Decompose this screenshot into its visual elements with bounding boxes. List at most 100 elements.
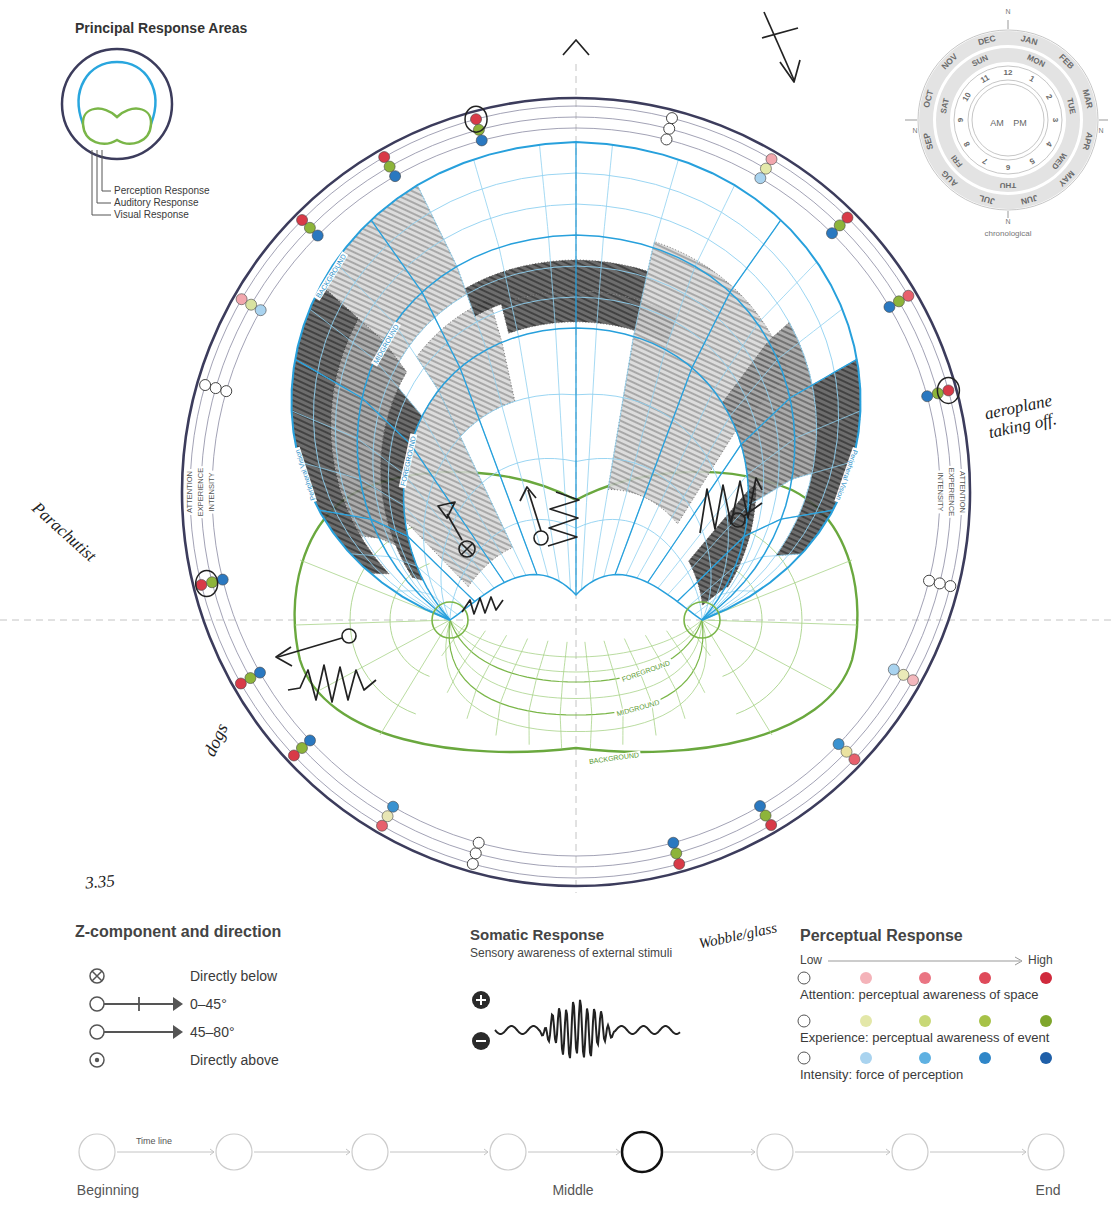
visual-field bbox=[295, 359, 504, 582]
auditory-field bbox=[380, 620, 450, 735]
perception-dot bbox=[236, 294, 247, 305]
timeline bbox=[346, 1149, 350, 1155]
legend-sample bbox=[90, 969, 104, 983]
legend-sample bbox=[798, 972, 1052, 984]
timeline bbox=[216, 1134, 252, 1170]
legend-sample bbox=[138, 997, 140, 1011]
response-area-key bbox=[62, 49, 172, 159]
meridiem-label: AM bbox=[990, 118, 1004, 128]
legend-sample bbox=[1040, 1052, 1052, 1064]
visual-field bbox=[615, 220, 781, 575]
timeline bbox=[930, 1152, 1026, 1153]
ear-focus bbox=[432, 602, 468, 638]
perception-ring bbox=[182, 98, 970, 886]
pencil-shading bbox=[776, 359, 861, 555]
timeline-label: Middle bbox=[552, 1182, 593, 1198]
auditory-field bbox=[604, 641, 623, 745]
perception-dot bbox=[760, 163, 771, 174]
north-label: N bbox=[1005, 8, 1010, 16]
legend-label: Attention: perceptual awareness of space bbox=[800, 988, 1038, 1003]
timeline bbox=[528, 1152, 620, 1153]
hour-label: 1 bbox=[1027, 74, 1035, 84]
auditory-field bbox=[585, 642, 592, 748]
handwritten-note: aeroplane taking off. bbox=[983, 388, 1077, 443]
auditory-field bbox=[446, 620, 706, 732]
visual-field bbox=[450, 575, 702, 620]
auditory-field bbox=[450, 620, 702, 682]
legend-sample bbox=[798, 1052, 810, 1064]
visual-field bbox=[604, 185, 735, 576]
legend-sample bbox=[90, 997, 104, 1011]
weekday-label: THU bbox=[1000, 180, 1016, 189]
perception-dot bbox=[471, 114, 482, 125]
month-label: MAY bbox=[1056, 168, 1076, 188]
legend-sample bbox=[104, 1003, 177, 1005]
auditory-field bbox=[450, 620, 702, 699]
chronological-dial bbox=[972, 84, 1044, 156]
perception-ring bbox=[201, 117, 951, 867]
legend-sample bbox=[1040, 1015, 1052, 1027]
pencil-mark bbox=[278, 638, 342, 657]
perception-dot bbox=[221, 386, 232, 397]
somatic-wave bbox=[495, 1000, 680, 1058]
perception-dot bbox=[755, 801, 766, 812]
visual-field bbox=[292, 142, 861, 620]
perception-dot bbox=[898, 669, 909, 680]
pencil-mark bbox=[438, 502, 455, 518]
perception-dot bbox=[907, 675, 918, 686]
legend-label: 45–80° bbox=[190, 1024, 235, 1040]
handwritten-note: Wobble/glass bbox=[697, 919, 778, 952]
timeline bbox=[117, 1152, 214, 1153]
pencil-mark bbox=[462, 597, 503, 614]
somatic-wave bbox=[476, 1040, 486, 1042]
legend-sample bbox=[919, 1052, 931, 1064]
auditory-field bbox=[702, 620, 772, 735]
pencil-mark bbox=[459, 541, 475, 557]
timeline bbox=[751, 1149, 755, 1155]
ring-label: INTENSITY bbox=[208, 470, 216, 513]
auditory-field bbox=[320, 620, 450, 690]
visual-field bbox=[319, 510, 475, 601]
timeline bbox=[254, 1152, 350, 1153]
auditory-field bbox=[702, 620, 857, 625]
legend-sample bbox=[1040, 972, 1052, 984]
pencil-mark bbox=[288, 665, 376, 702]
timeline bbox=[1028, 1134, 1064, 1170]
ring-label: EXPERIENCE bbox=[947, 466, 955, 518]
visual-field bbox=[575, 142, 576, 595]
chronological-dial bbox=[905, 20, 1108, 218]
pencil-mark bbox=[700, 478, 762, 533]
perception-dot bbox=[207, 577, 218, 588]
chronological-dial bbox=[1099, 120, 1108, 121]
visual-field bbox=[310, 309, 515, 578]
meridiem-label: PM bbox=[1013, 118, 1027, 128]
visual-field bbox=[295, 359, 504, 582]
hour-label: 9 bbox=[956, 118, 965, 122]
perception-dot bbox=[245, 673, 256, 684]
legend-sample bbox=[97, 150, 111, 203]
perception-dot bbox=[766, 820, 777, 831]
legend-sample bbox=[92, 150, 111, 215]
response-area-key bbox=[79, 62, 156, 124]
auditory-field bbox=[467, 635, 507, 718]
auditory-field bbox=[496, 639, 528, 736]
perception-dot bbox=[668, 837, 679, 848]
legend-label: Experience: perceptual awareness of even… bbox=[800, 1031, 1049, 1046]
ear-focus bbox=[684, 602, 720, 638]
timeline bbox=[490, 1134, 526, 1170]
perception-dot bbox=[246, 299, 257, 310]
perception-dot bbox=[945, 581, 956, 592]
north-label: N bbox=[1005, 218, 1010, 226]
perception-dot bbox=[235, 678, 246, 689]
legend-sample bbox=[798, 1015, 810, 1027]
legend-sample bbox=[860, 1052, 872, 1064]
legend-sample bbox=[90, 997, 183, 1011]
legend-label: Visual Response bbox=[114, 209, 189, 221]
legend-label: Auditory Response bbox=[114, 197, 199, 209]
legend-sample bbox=[92, 971, 102, 981]
visual-field bbox=[648, 359, 857, 582]
timeline bbox=[352, 1134, 388, 1170]
chronological-dial bbox=[1008, 20, 1009, 29]
pencil-loop bbox=[196, 571, 218, 597]
